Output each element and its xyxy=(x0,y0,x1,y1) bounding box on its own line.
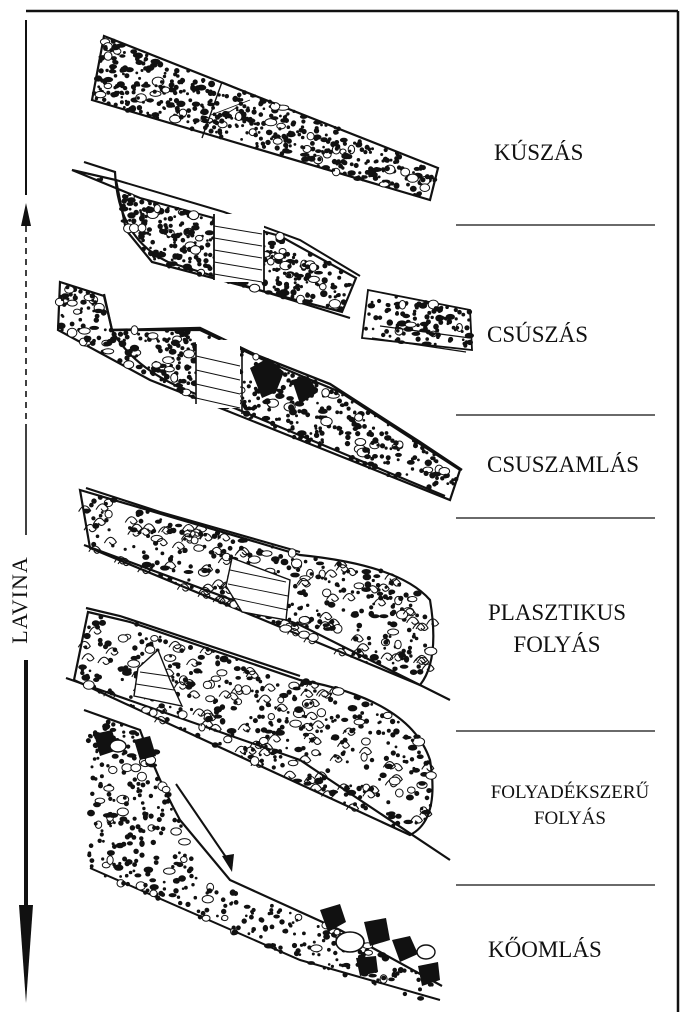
axis-label-lavina: LAVINA xyxy=(7,556,33,643)
label-kuszas: KÚSZÁS xyxy=(494,140,583,166)
label-folyadekszeru-line2: FOLYÁS xyxy=(481,808,659,830)
label-csuszamlas: CSUSZAMLÁS xyxy=(487,452,639,478)
label-csuszas: CSÚSZÁS xyxy=(487,322,588,348)
label-folyadekszeru-line1: FOLYADÉKSZERŰ xyxy=(481,782,659,804)
label-folyadekszeru-folyas: FOLYADÉKSZERŰ FOLYÁS xyxy=(481,782,659,830)
label-plasztikus-line1: PLASZTIKUS xyxy=(486,600,628,626)
label-koomlas: KŐOMLÁS xyxy=(488,937,602,963)
label-plasztikus-folyas: PLASZTIKUS FOLYÁS xyxy=(486,600,628,659)
label-plasztikus-line2: FOLYÁS xyxy=(486,632,628,658)
